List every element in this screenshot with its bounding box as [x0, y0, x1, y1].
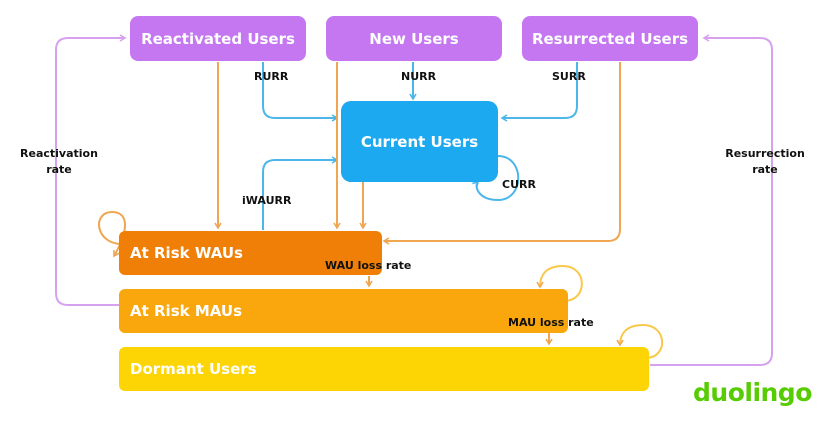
iwaurr-label: iWAURR — [242, 194, 292, 207]
mau-loss-rate-label: MAU loss rate — [508, 316, 594, 329]
nurr-label: NURR — [401, 70, 437, 83]
reactivation-rate-label: Reactivation rate — [20, 146, 98, 178]
surr-arrow — [500, 62, 578, 122]
new-users-box: New Users — [326, 16, 502, 61]
dormant-self-loop — [616, 323, 664, 359]
rurr-label: RURR — [254, 70, 289, 83]
resurrected-to-waus-arrow — [382, 62, 621, 245]
wau-loss-rate-label: WAU loss rate — [325, 259, 412, 272]
reactivated-users-box: Reactivated Users — [130, 16, 306, 61]
maus-self-loop — [536, 264, 583, 302]
dormant-users-box: Dormant Users — [119, 347, 649, 391]
at-risk-maus-box: At Risk MAUs — [119, 289, 568, 333]
reactivation-arrow — [55, 34, 127, 306]
reactivation-rate-line1: Reactivation — [20, 147, 98, 160]
at-risk-waus-box: At Risk WAUs — [119, 231, 382, 275]
resurrection-rate-label: Resurrection rate — [723, 146, 807, 178]
resurrection-arrow — [650, 34, 773, 366]
surr-label: SURR — [552, 70, 586, 83]
curr-loop-arrow — [472, 155, 520, 202]
curr-label: CURR — [502, 178, 536, 191]
rurr-arrow — [262, 62, 339, 122]
resurrected-users-box: Resurrected Users — [522, 16, 698, 61]
iwaurr-arrow — [262, 156, 339, 230]
current-users-box: Current Users — [341, 101, 498, 182]
reactivation-rate-line2: rate — [46, 163, 72, 176]
resurrection-rate-line2: rate — [752, 163, 778, 176]
duolingo-logo: duolingo — [693, 378, 812, 407]
resurrection-rate-line1: Resurrection — [725, 147, 805, 160]
